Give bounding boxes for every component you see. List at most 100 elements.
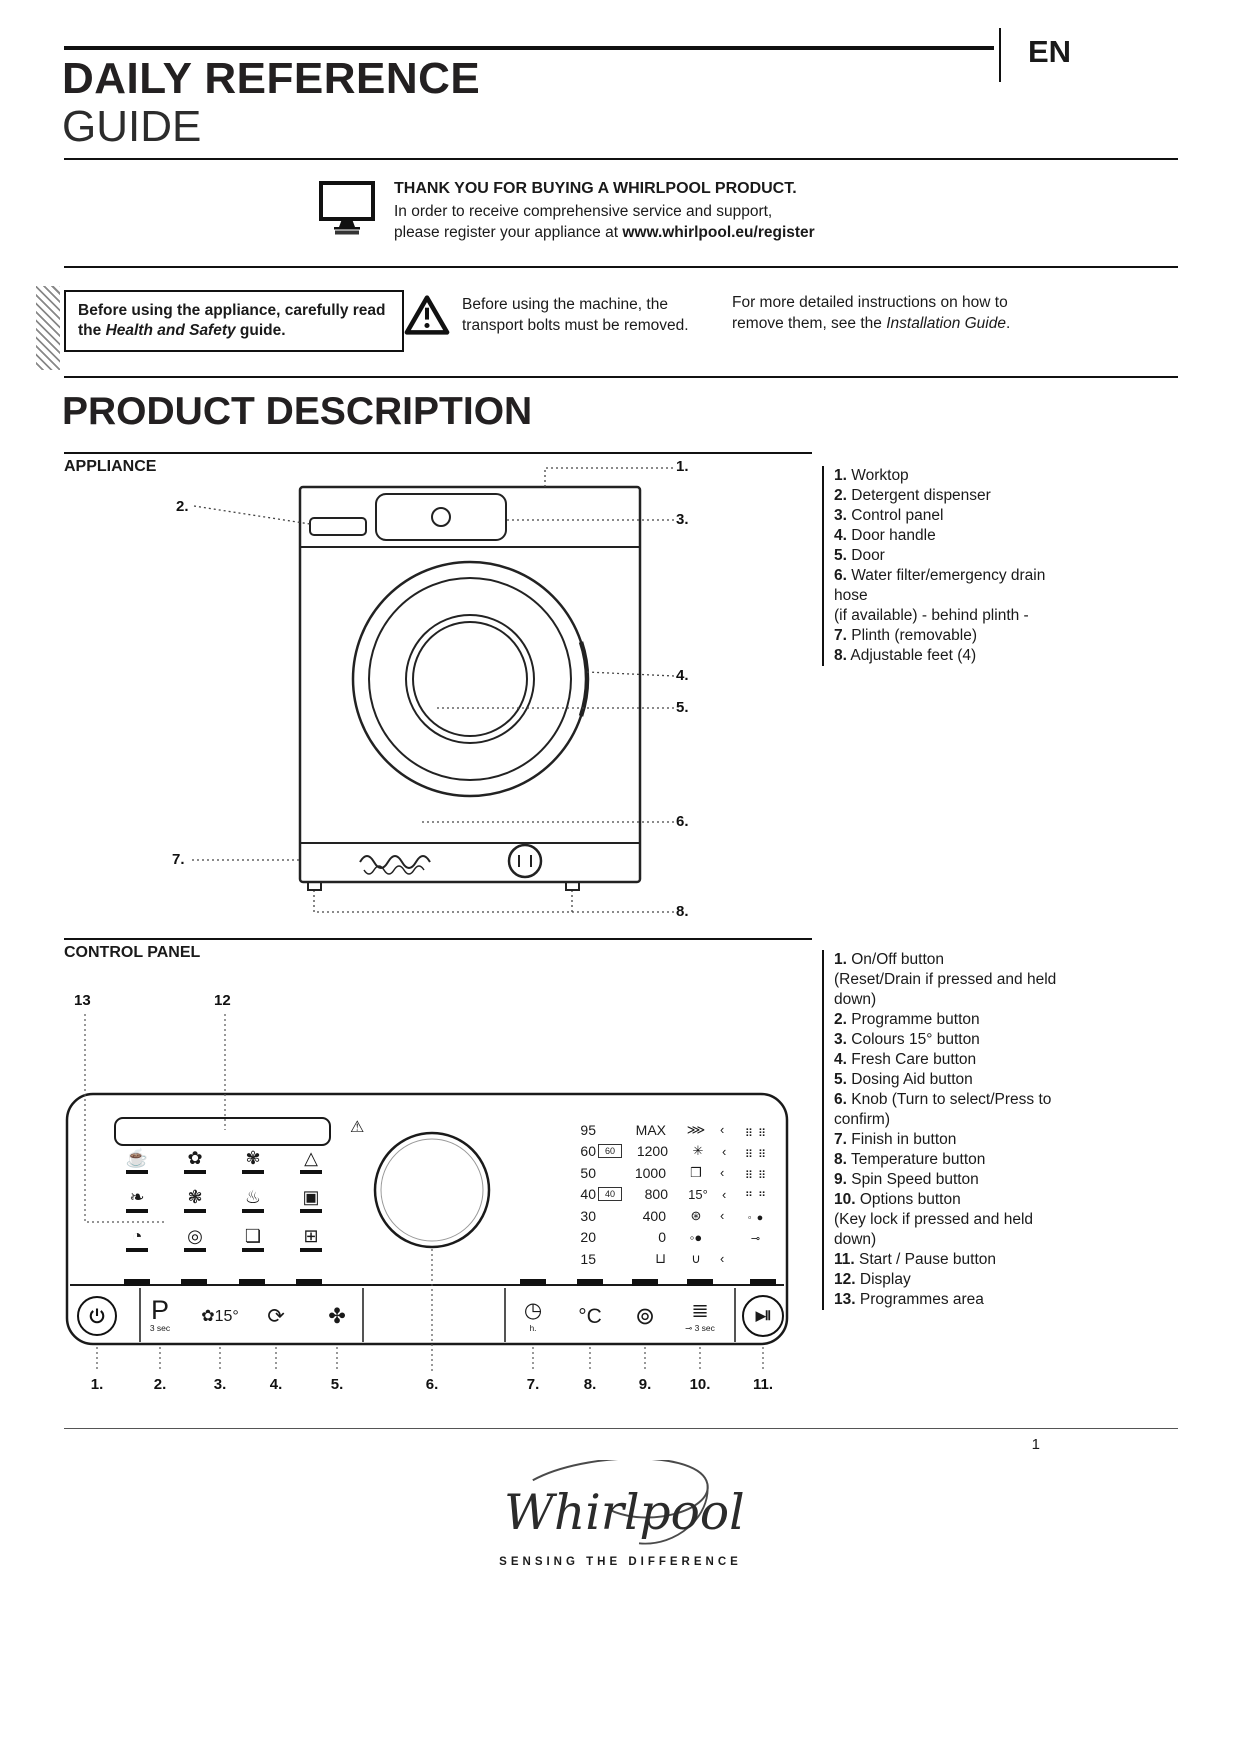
clock-icon: ◷ [523, 1299, 543, 1322]
programme-indicator-bar [126, 1209, 148, 1213]
appliance-label: APPLIANCE [64, 458, 157, 475]
matrix-row: ⠛ ⠛ [744, 1191, 768, 1203]
option-icon: 15° [688, 1186, 708, 1202]
programme-indicator-bar [184, 1170, 206, 1174]
page-number: 1 [1031, 1436, 1040, 1453]
programme-icon: ◎ [184, 1226, 206, 1265]
logo-tagline: SENSING THE DIFFERENCE [499, 1556, 742, 1568]
programme-icon: ❏ [242, 1226, 264, 1265]
logo-swoosh [531, 1460, 708, 1519]
programme-glyph: ✿ [187, 1148, 203, 1168]
option-icon: ⋙ [686, 1121, 706, 1137]
colours-15-icon: ✿15° [201, 1307, 239, 1325]
spin-value: MAX [635, 1121, 666, 1138]
control-panel-label: CONTROL PANEL [64, 944, 201, 961]
callout-label: 11. [752, 1376, 774, 1393]
spin-value: 0 [658, 1229, 666, 1246]
temperature-value: 40 [580, 1186, 596, 1203]
selector-row: 60 60 1200 ✳ ‹ [570, 1141, 734, 1163]
list-item: 10. Options button (Key lock if pressed … [834, 1190, 1069, 1250]
legend-number: 12. [834, 1271, 856, 1288]
divider [64, 938, 812, 940]
part-text: Detergent dispenser [851, 487, 991, 504]
finish-in-button: ◷ h. [524, 1288, 542, 1344]
power-icon [77, 1296, 117, 1336]
callout-label: 7. [526, 1376, 540, 1393]
part-text: Control panel [851, 507, 944, 524]
selector-row: 50 1000 ❒ ‹ [570, 1162, 734, 1184]
whirlpool-logo: Whirlpool [0, 1460, 1241, 1560]
list-item: 7. Finish in button [834, 1130, 1069, 1150]
legend-text: Spin Speed button [851, 1171, 979, 1188]
programmes-area: ☕✿✾△❧❃♨▣◔◎❏⊞ [108, 1148, 340, 1265]
safety-warning-box: Before using the appliance, carefully re… [64, 290, 404, 352]
list-item: 5. Door [834, 546, 1069, 566]
register-text: THANK YOU FOR BUYING A WHIRLPOOL PRODUCT… [394, 180, 815, 243]
part-number: 1. [834, 467, 847, 484]
options-button: ≣ ⊸ 3 sec [685, 1288, 715, 1344]
warning-text-post: guide. [235, 322, 286, 339]
colours-15-button: ✿15° [201, 1288, 239, 1344]
selector-mark: ‹ [722, 1143, 727, 1159]
selector-mark: ‹ [720, 1208, 725, 1224]
callout-label: 3. [676, 511, 689, 528]
part-number: 8. [834, 647, 847, 664]
list-item: 8. Temperature button [834, 1150, 1069, 1170]
divider [999, 28, 1001, 82]
legend-text: On/Off button (Reset/Drain if pressed an… [834, 951, 1057, 1008]
selector-row: 20 0 ◦● [570, 1227, 734, 1249]
temperature-value: 50 [580, 1164, 596, 1181]
programme-glyph: ♨ [244, 1187, 262, 1207]
part-number: 6. [834, 567, 847, 584]
programme-button: P 3 sec [150, 1288, 170, 1344]
dosing-aid-icon: ✤ [328, 1304, 346, 1328]
programme-glyph: ⊞ [303, 1226, 319, 1246]
selector-row: 95 MAX ⋙ ‹ [570, 1119, 734, 1141]
programme-glyph: ❧ [129, 1187, 145, 1207]
selector-mark: ‹ [720, 1251, 725, 1267]
legend-number: 7. [834, 1131, 847, 1148]
transport-warning-text: Before using the machine, the transport … [462, 296, 689, 334]
hatch-decoration [36, 286, 60, 370]
legend-number: 6. [834, 1091, 847, 1108]
register-heading: THANK YOU FOR BUYING A WHIRLPOOL PRODUCT… [394, 180, 797, 197]
warning-triangle-icon [404, 294, 450, 341]
list-item: 6. Water filter/emergency drain hose (if… [834, 566, 1069, 626]
warning-icon: ⚠ [350, 1119, 365, 1136]
register-line: please register your appliance at www.wh… [394, 222, 815, 243]
programme-indicator-bar [300, 1170, 322, 1174]
programme-glyph: ◎ [187, 1226, 203, 1246]
programme-indicator-bar [242, 1248, 264, 1252]
washing-machine-drawing [192, 467, 675, 913]
divider [64, 452, 812, 454]
spin-value: 1000 [634, 1164, 666, 1181]
legend-number: 2. [834, 1011, 847, 1028]
list-item: 2. Detergent dispenser [834, 486, 1069, 506]
legend-text: Start / Pause button [859, 1251, 997, 1268]
callout-label: 13 [74, 992, 91, 1009]
spin-speed-button: ⊚ [635, 1288, 655, 1344]
selector-row: 40 40 800 15° ‹ [570, 1184, 734, 1206]
divider [64, 1428, 1178, 1429]
programme-indicator-bar [242, 1170, 264, 1174]
selector-row: 30 400 ⊛ ‹ [570, 1205, 734, 1227]
key-lock-label: ⊸ 3 sec [685, 1322, 715, 1333]
hours-label: h. [529, 1323, 537, 1333]
temperature-value: 95 [580, 1121, 596, 1138]
programme-indicator-bar [125, 1170, 148, 1174]
programme-icon: ❧ [126, 1187, 148, 1226]
temperature-spin-selector: 95 MAX ⋙ ‹ 60 60 1200 ✳ ‹ 50 1000 ❒ ‹ 40… [570, 1119, 734, 1270]
temperature-value: 20 [580, 1229, 596, 1246]
details-text-post: . [1006, 315, 1011, 332]
divider [64, 376, 1178, 378]
temperature-button: °C [578, 1288, 602, 1344]
programme-glyph: ❃ [187, 1187, 203, 1207]
section-title: PRODUCT DESCRIPTION [62, 390, 533, 433]
legend-number: 10. [834, 1191, 856, 1208]
register-text-pre: please register your appliance at [394, 224, 623, 241]
register-line: In order to receive comprehensive servic… [394, 203, 773, 220]
matrix-row: ⠿ ⠿ [744, 1128, 768, 1140]
part-text: Door handle [851, 527, 936, 544]
selector-mark: ‹ [720, 1165, 725, 1181]
